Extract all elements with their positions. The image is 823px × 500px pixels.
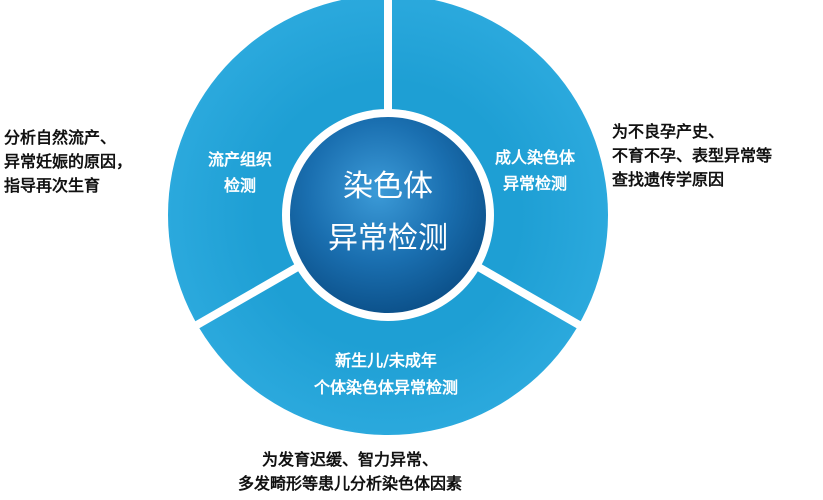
segment-newborn-label-line2: 个体染色体异常检测 — [313, 378, 458, 397]
center-label-line2: 异常检测 — [328, 221, 448, 256]
note-left-line: 异常妊娠的原因， — [4, 152, 133, 171]
segment-adult-label-line2: 异常检测 — [503, 174, 567, 193]
note-left: 分析自然流产、 异常妊娠的原因， 指导再次生育 — [4, 126, 132, 198]
note-right-line: 查找遗传学原因 — [612, 170, 725, 189]
center-circle — [290, 117, 486, 313]
segment-adult-label-line1: 成人染色体 — [495, 148, 576, 167]
note-bottom-line: 为发育迟缓、智力异常、 — [262, 450, 439, 469]
note-right: 为不良孕产史、 不育不孕、表型异常等 查找遗传学原因 — [612, 120, 772, 192]
note-left-line: 指导再次生育 — [4, 176, 101, 195]
segment-newborn-label-line1: 新生儿/未成年 — [335, 351, 437, 370]
note-bottom-line: 多发畸形等患儿分析染色体因素 — [238, 474, 463, 493]
segment-miscarriage-label-line2: 检测 — [224, 176, 256, 195]
note-bottom: 为发育迟缓、智力异常、 多发畸形等患儿分析染色体因素 — [238, 448, 462, 496]
note-right-line: 不育不孕、表型异常等 — [612, 146, 773, 165]
segment-miscarriage-label-line1: 流产组织 — [208, 150, 272, 169]
center-label-line1: 染色体 — [343, 169, 433, 204]
note-left-line: 分析自然流产、 — [4, 128, 117, 147]
note-right-line: 为不良孕产史、 — [612, 122, 725, 141]
